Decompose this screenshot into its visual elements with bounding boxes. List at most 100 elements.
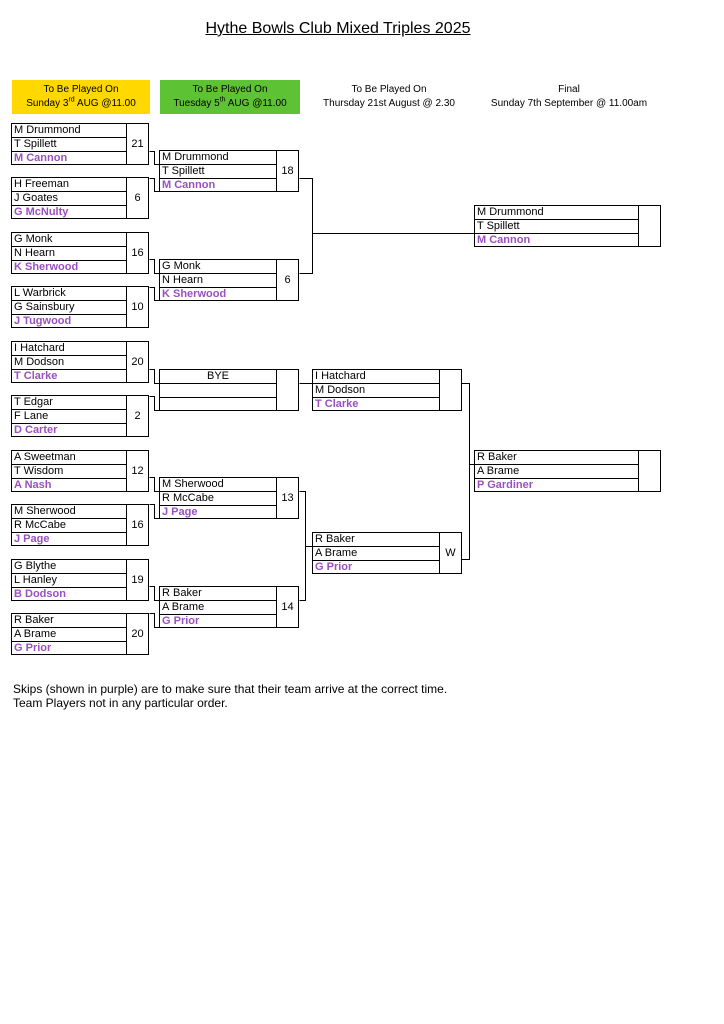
player-name: T Edgar — [12, 396, 126, 410]
score-cell: 6 — [276, 260, 298, 300]
player-name: A Brame — [160, 601, 276, 615]
score-cell: 19 — [126, 560, 148, 600]
score-cell: 13 — [276, 478, 298, 518]
skip-name: T Clarke — [14, 370, 58, 382]
player-name: R Baker — [313, 533, 439, 547]
empty-row — [160, 384, 276, 398]
player-name: G Monk — [160, 260, 276, 274]
skip-name: K Sherwood — [162, 288, 227, 300]
date-day: Tuesday 5 — [173, 98, 220, 109]
round-header-date: Sunday 3rd AUG @11.00 — [12, 97, 150, 111]
player-name: M Dodson — [12, 356, 126, 370]
player-name: I Hatchard — [313, 370, 439, 384]
score-cell: W — [439, 533, 461, 573]
player-name: M Drummond — [12, 124, 126, 138]
score-cell: 16 — [126, 233, 148, 273]
skip-name: D Carter — [14, 424, 58, 436]
player-name: N Hearn — [160, 274, 276, 288]
round2-team-3: BYE — [159, 369, 299, 411]
player-name: A Sweetman — [12, 451, 126, 465]
round-header-label: To Be Played On — [43, 84, 119, 95]
player-name: I Hatchard — [12, 342, 126, 356]
score-cell: 12 — [126, 451, 148, 491]
player-name: L Warbrick — [12, 287, 126, 301]
date-time: AUG @11.00 — [225, 98, 287, 109]
player-name: T Spillett — [160, 165, 276, 179]
score-cell: 20 — [126, 614, 148, 654]
skip-name: M Cannon — [14, 152, 68, 164]
round-header-label: To Be Played On — [351, 84, 427, 95]
skip-name: J Page — [162, 506, 198, 518]
player-name: A Brame — [12, 628, 126, 642]
player-name: T Wisdom — [12, 465, 126, 479]
score-cell: 18 — [276, 151, 298, 191]
player-name: G Blythe — [12, 560, 126, 574]
player-name: R Baker — [12, 614, 126, 628]
player-name: G Sainsbury — [12, 301, 126, 315]
note-players: Team Players not in any particular order… — [13, 696, 228, 710]
round-header-label: To Be Played On — [192, 84, 268, 95]
skip-name: P Gardiner — [477, 479, 534, 491]
player-name: A Brame — [313, 547, 439, 561]
player-name: M Sherwood — [160, 478, 276, 492]
player-name: R Baker — [475, 451, 638, 465]
page-title: Hythe Bowls Club Mixed Triples 2025 — [205, 20, 471, 37]
player-name: M Drummond — [475, 206, 638, 220]
score-cell — [638, 206, 660, 246]
score-cell: 20 — [126, 342, 148, 382]
player-name: R McCabe — [160, 492, 276, 506]
score-cell: 14 — [276, 587, 298, 627]
skip-name: K Sherwood — [14, 261, 79, 273]
skip-name: G Prior — [162, 615, 200, 627]
date-suffix: th — [219, 96, 226, 104]
player-name: R Baker — [160, 587, 276, 601]
score-cell: 2 — [126, 396, 148, 436]
bye-label: BYE — [160, 370, 276, 384]
round-header-label: Final — [558, 84, 580, 95]
score-cell: 10 — [126, 287, 148, 327]
date-time: AUG @11.00 — [74, 98, 136, 109]
score-cell: 6 — [126, 178, 148, 218]
skip-name: G Prior — [14, 642, 52, 654]
score-cell — [439, 370, 461, 410]
note-skips: Skips (shown in purple) are to make sure… — [13, 682, 448, 696]
round-header-date: Sunday 7th September @ 11.00am — [490, 98, 648, 109]
player-name: N Hearn — [12, 247, 126, 261]
skip-name: G McNulty — [14, 206, 69, 218]
player-name: R McCabe — [12, 519, 126, 533]
player-name: M Sherwood — [12, 505, 126, 519]
skip-name: T Clarke — [315, 398, 359, 410]
player-name: M Dodson — [313, 384, 439, 398]
skip-name: M Cannon — [162, 179, 216, 191]
player-name: F Lane — [12, 410, 126, 424]
player-name: H Freeman — [12, 178, 126, 192]
player-name: J Goates — [12, 192, 126, 206]
score-cell — [276, 370, 298, 410]
round-header-1: To Be Played On Sunday 3rd AUG @11.00 — [12, 80, 150, 114]
player-name: T Spillett — [475, 220, 638, 234]
round-header-2: To Be Played On Tuesday 5th AUG @11.00 — [160, 80, 300, 114]
date-day: Sunday 3 — [26, 98, 69, 109]
skip-name: J Page — [14, 533, 50, 545]
skip-name: J Tugwood — [14, 315, 72, 327]
skip-name: A Nash — [14, 479, 52, 491]
player-name: T Spillett — [12, 138, 126, 152]
round-header-date: Tuesday 5th AUG @11.00 — [160, 97, 300, 111]
player-name: L Hanley — [12, 574, 126, 588]
player-name: A Brame — [475, 465, 638, 479]
skip-name: M Cannon — [477, 234, 531, 246]
